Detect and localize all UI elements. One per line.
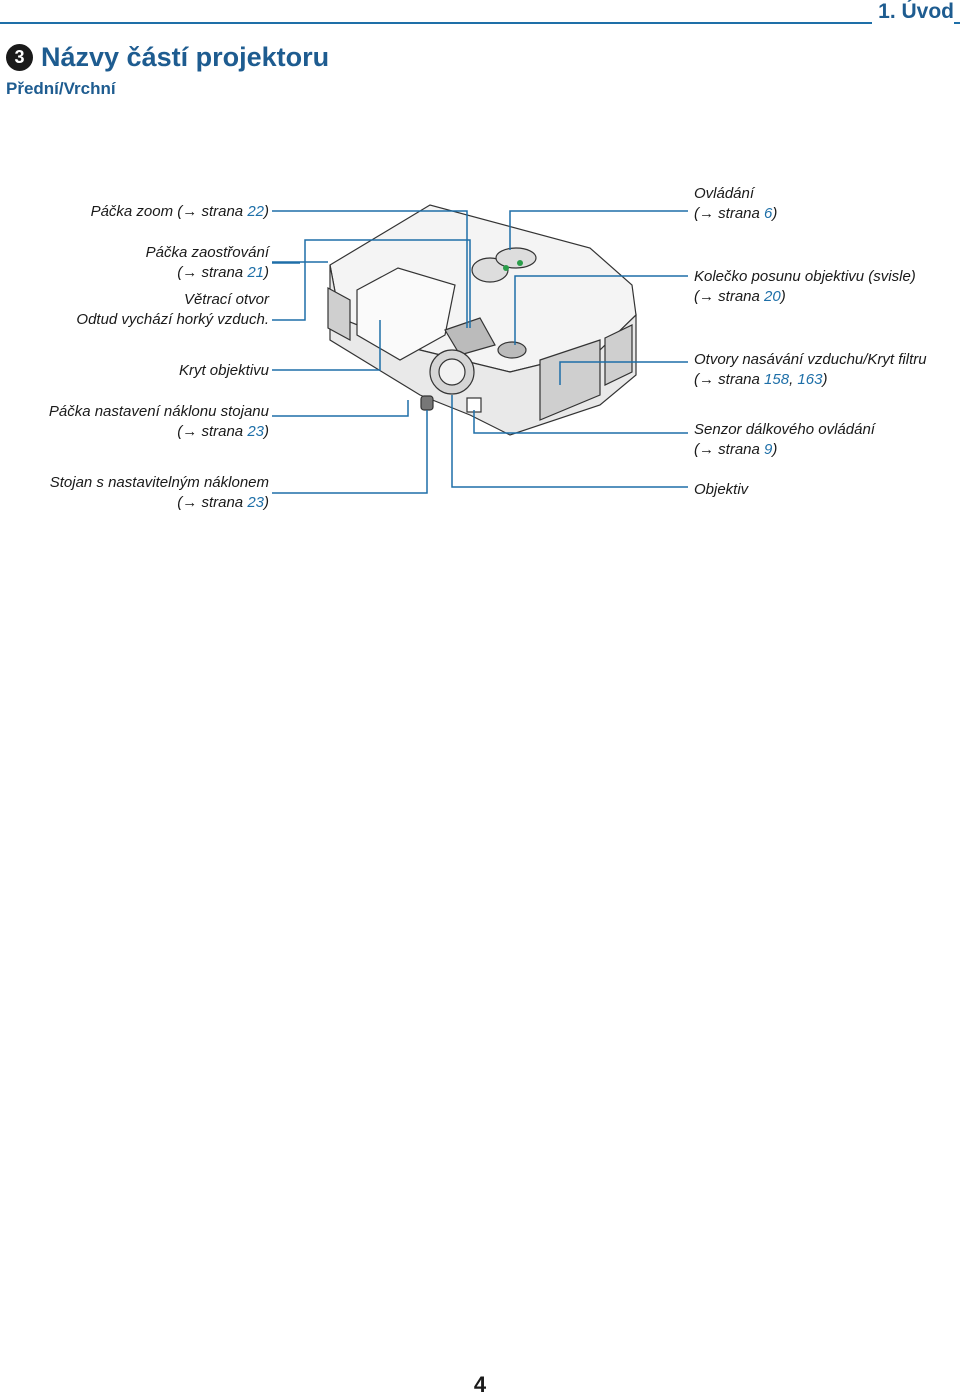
tilt-foot bbox=[420, 395, 434, 411]
page-number: 4 bbox=[473, 1372, 487, 1397]
label-lens-shift: Kolečko posunu objektivu (svisle) (→ str… bbox=[694, 268, 916, 305]
chapter-title: 1. Úvod bbox=[872, 0, 954, 24]
label-zoom-lever: Páčka zoom (→ strana 22) bbox=[90, 203, 269, 220]
label-tilt-lever: Páčka nastavení náklonu stojanu (→ stran… bbox=[48, 403, 269, 440]
label-controls: Ovládání (→ strana 6) bbox=[694, 185, 778, 222]
remote-sensor bbox=[466, 397, 482, 413]
section-number-badge: 3 bbox=[6, 44, 33, 71]
section-heading: 3 Názvy částí projektoru bbox=[6, 42, 329, 73]
lens-cover-panel bbox=[356, 267, 456, 361]
label-remote-sensor: Senzor dálkového ovládání (→ strana 9) bbox=[694, 421, 875, 458]
section-title: Názvy částí projektoru bbox=[41, 42, 330, 72]
left-vent bbox=[327, 286, 351, 342]
subsection-title: Přední/Vrchní bbox=[6, 79, 116, 98]
intake-vents bbox=[539, 339, 601, 421]
label-focus-lever: Páčka zaostřování (→ strana 21) bbox=[145, 244, 269, 281]
header-rule bbox=[0, 22, 960, 24]
label-lens: Objektiv bbox=[694, 481, 749, 498]
projector-diagram bbox=[272, 204, 688, 494]
label-lens-cover: Kryt objektivu bbox=[178, 362, 269, 379]
lens-shift-wheel bbox=[497, 341, 527, 359]
zoom-focus-levers bbox=[444, 317, 496, 356]
label-intake-vents: Otvory nasávání vzduchu/Kryt filtru (→ s… bbox=[694, 351, 927, 388]
label-tilt-foot: Stojan s nastavitelným náklonem (→ stran… bbox=[49, 474, 269, 511]
label-exhaust-vent: Větrací otvor Odtud vychází horký vzduch… bbox=[76, 291, 269, 328]
